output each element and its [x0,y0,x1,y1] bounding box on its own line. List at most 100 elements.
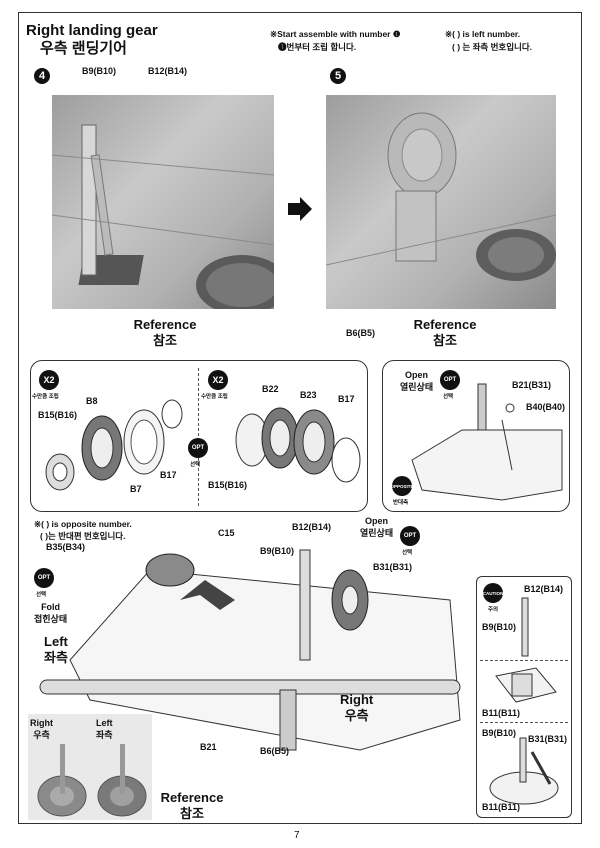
fold-ko: 접힌상태 [34,614,68,624]
step5-label-b6: B6(B5) [346,328,376,338]
bottom-reference-ko: 참조 [180,806,204,821]
left-ko: 좌측 [44,650,68,665]
x2-caption-right: 수만큼 조립 [201,394,228,400]
opposite-number-note-en: ※( ) is opposite number. [34,519,132,529]
caution-illustrations [489,597,559,805]
open-opt-badge: OPT [440,370,460,390]
wheel-opt-badge: OPT [188,438,208,458]
landing-gear-photo-illustration [52,124,274,309]
step4-label-b12: B12(B14) [148,66,188,76]
open-door-illustration [411,383,563,501]
left-number-note-ko: ( ) 는 좌측 번호입니다. [452,42,533,52]
opposite-number-note-ko: ( )는 반대편 번호입니다. [40,531,126,541]
caution-divider-1 [480,660,568,661]
fold-opt-badge: OPT [34,568,54,588]
left-number-note-en: ※( ) is left number. [445,29,521,39]
page-frame [18,12,582,824]
wheel-label-b17-left: B17 [160,470,177,480]
wheel-label-b22: B22 [262,384,279,394]
open-state-en: Open [405,370,429,380]
caution-label-b31: B31(B31) [528,734,568,744]
open-label-b40: B40(B40) [526,402,566,412]
wheel-panel-divider [198,368,199,506]
fold-en: Fold [41,602,61,612]
wheel-label-b15-right: B15(B16) [208,480,248,490]
section-title-ko: 우측 랜딩기어 [40,40,127,57]
x2-caption-left: 수만큼 조립 [32,394,59,400]
wheel-parts-illustration [45,399,361,491]
photo-left-label: Left 좌측 [96,718,113,741]
label-b12: B12(B14) [292,522,332,532]
step5-reference-ko: 참조 [433,333,457,348]
label-b21: B21 [200,742,217,752]
main-open-en: Open [365,516,389,526]
wheel-label-b8: B8 [86,396,98,406]
step4-reference-ko: 참조 [153,333,177,348]
label-c15: C15 [218,528,235,538]
caution-label-b12: B12(B14) [524,584,564,594]
caution-label-b11-top: B11(B11) [482,708,521,718]
step-number-4: 4 [34,68,50,84]
start-note-ko: ❶번부터 조립 합니다. [278,42,357,52]
opposite-caption: 반대측 [393,500,409,506]
label-b35: B35(B34) [46,542,86,552]
caution-badge: CAUTION [483,583,503,603]
open-label-b21: B21(B31) [512,380,552,390]
wheel-photo-illustration [326,112,556,281]
step5-reference: Reference 참조 [400,317,490,349]
main-open-ko: 열린상태 [360,528,394,538]
open-state-ko: 열린상태 [400,382,434,392]
label-b9: B9(B10) [260,546,295,556]
start-note-en: ※Start assemble with number ❶ [270,29,401,39]
photo-right-en: Right [30,718,53,728]
caution-caption: 주의 [488,607,499,613]
step5-reference-en: Reference [413,317,477,332]
caution-label-b9-top: B9(B10) [482,622,517,632]
photo-right-label: Right 우측 [30,718,53,741]
wheel-label-b17-right: B17 [338,394,355,404]
step5-photo [326,95,556,309]
section-title-en: Right landing gear [26,22,158,39]
caution-divider-2 [480,722,568,723]
next-step-arrow-icon [288,197,312,221]
main-opt-caption: 선택 [402,550,413,556]
wheel-label-b15-left: B15(B16) [38,410,78,420]
right-side-label: Right 우측 [340,692,373,724]
caution-label-b9-bottom: B9(B10) [482,728,517,738]
right-en: Right [340,692,374,707]
page-number: 7 [294,830,300,841]
right-ko: 우측 [344,708,369,723]
wheel-comparison-illustration [37,744,147,817]
label-b6: B6(B5) [260,746,290,756]
step4-photo [52,95,274,309]
bottom-reference-en: Reference [160,790,224,805]
label-b31: B31(B31) [373,562,413,572]
step4-reference: Reference 참조 [120,317,210,349]
caution-label-b11-bottom: B11(B11) [482,802,521,812]
x2-badge-left: X2 [39,370,59,390]
wheel-label-b23: B23 [300,390,317,400]
x2-badge-right: X2 [208,370,228,390]
photo-left-ko: 좌측 [96,730,113,740]
main-wing-diagram [39,549,461,751]
fold-opt-caption: 선택 [36,592,47,598]
step4-reference-en: Reference [133,317,197,332]
open-opt-caption: 선택 [443,394,454,400]
wheel-label-b7: B7 [130,484,142,494]
photo-right-ko: 우측 [33,730,50,740]
photo-left-en: Left [96,718,113,728]
left-side-label: Left 좌측 [44,634,68,666]
open-state-panel [382,360,570,512]
wheel-opt-caption: 선택 [190,462,201,468]
left-en: Left [44,634,68,649]
bottom-reference-photo [28,714,152,820]
step4-label-b9: B9(B10) [82,66,117,76]
fold-state-label: Fold 접힌상태 [34,602,67,625]
wheel-assembly-panel [30,360,368,512]
bottom-reference: Reference 참조 [152,790,232,822]
main-open-label: Open 열린상태 [360,516,393,539]
opposite-badge: OPPOSITE [391,476,414,496]
open-state-label: Open 열린상태 [400,370,433,393]
main-opt-badge: OPT [400,526,420,546]
step-number-5: 5 [330,68,346,84]
